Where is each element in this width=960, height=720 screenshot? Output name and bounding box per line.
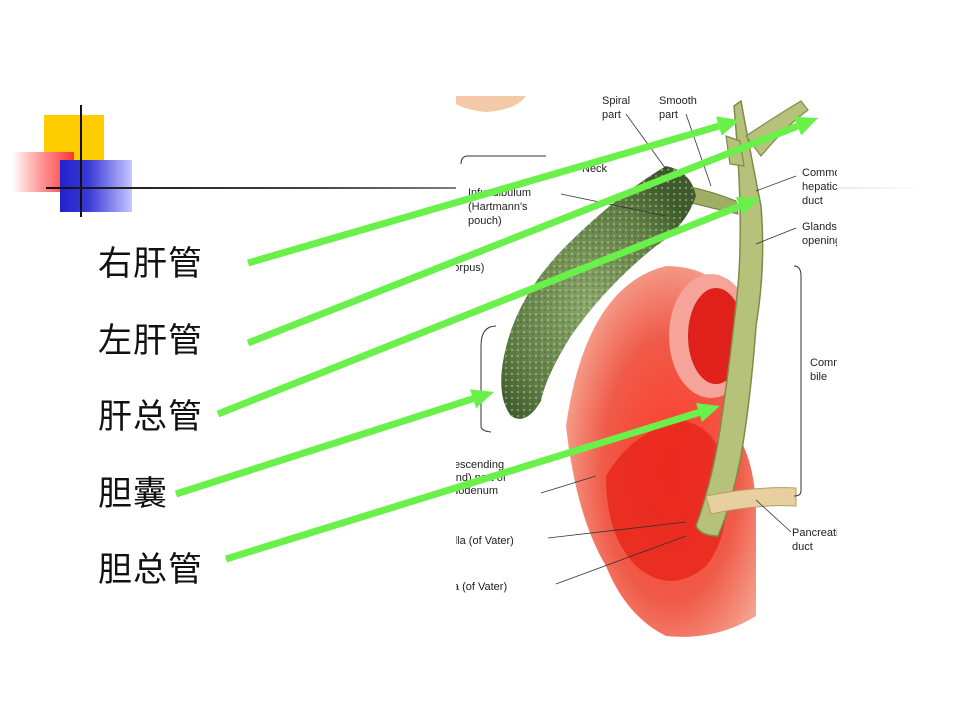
- figure-annotation: bile: [810, 371, 827, 383]
- liver-fragment-shape: [456, 96, 526, 112]
- title-decoration-vertical-line: [80, 105, 82, 217]
- figure-annotation: Descending: [456, 459, 504, 471]
- figure-annotation: openings: [802, 235, 837, 247]
- figure-annotation: part: [659, 109, 678, 121]
- figure-annotation: hepatic: [802, 181, 837, 193]
- figure-annotation: Ampulla (of Vater): [456, 535, 514, 547]
- figure-annotation: Infundibulum: [468, 187, 531, 199]
- label-gallbladder: 胆囊: [98, 474, 168, 514]
- figure-annotation: (Hartmann's: [468, 201, 528, 213]
- left-hepatic-duct-shape: [745, 100, 809, 157]
- figure-annotation: Papilla (of Vater): [456, 581, 507, 593]
- figure-annotation: Neck: [582, 163, 608, 175]
- figure-annotation: Glands: [802, 221, 837, 233]
- figure-annotation: Spiral: [602, 96, 630, 107]
- figure-annotation: part: [602, 109, 621, 121]
- figure-annotation: (2nd) part of: [456, 472, 507, 484]
- figure-annotation: duodenum: [456, 485, 498, 497]
- figure-annotation: pouch): [468, 215, 502, 227]
- structure-label-list: 右肝管 左肝管 肝总管 胆囊 胆总管: [98, 0, 258, 720]
- figure-annotation: duct: [802, 195, 823, 207]
- label-right-hepatic-duct: 右肝管: [98, 244, 203, 284]
- figure-annotation: Smooth: [659, 96, 697, 107]
- figure-annotation: Common: [810, 357, 837, 369]
- title-decoration-blue-square: [60, 160, 132, 212]
- figure-annotation: Body (corpus): [456, 262, 484, 274]
- label-common-bile-duct: 胆总管: [98, 550, 203, 590]
- pancreatic-duct-shape: [705, 487, 797, 515]
- label-common-hepatic-duct: 肝总管: [98, 397, 203, 437]
- figure-annotation: Common: [802, 167, 837, 179]
- figure-annotation: Pancreatic: [792, 527, 837, 539]
- label-left-hepatic-duct: 左肝管: [98, 321, 203, 361]
- figure-annotation: duct: [792, 541, 813, 553]
